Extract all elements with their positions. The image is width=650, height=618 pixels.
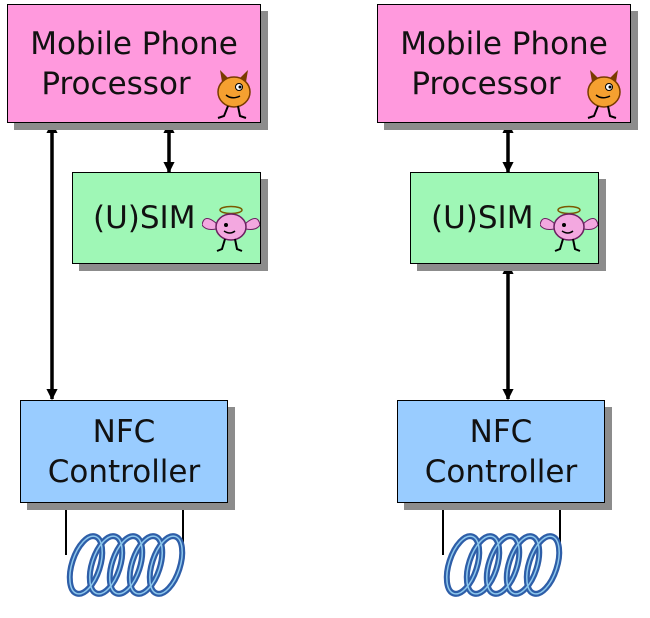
nfc-label-line1: NFC bbox=[92, 413, 156, 450]
devil-icon bbox=[587, 70, 621, 119]
antenna-coil-icon bbox=[66, 533, 186, 597]
processor-label-line2: Processor bbox=[41, 65, 191, 102]
nfc-controller-box: NFC Controller bbox=[397, 400, 605, 503]
nfc-label-line2: Controller bbox=[47, 453, 201, 490]
nfc-controller-box: NFC Controller bbox=[20, 400, 228, 503]
angel-icon bbox=[202, 205, 260, 252]
usim-box: (U)SIM bbox=[72, 172, 261, 264]
antenna-coil-icon bbox=[443, 533, 563, 597]
processor-label-line1: Mobile Phone bbox=[30, 25, 238, 62]
usim-label: (U)SIM bbox=[431, 200, 534, 236]
processor-box: Mobile Phone Processor bbox=[7, 4, 261, 123]
usim-label: (U)SIM bbox=[93, 200, 196, 236]
nfc-label-line1: NFC bbox=[469, 413, 533, 450]
processor-label-line1: Mobile Phone bbox=[400, 25, 608, 62]
processor-box: Mobile Phone Processor bbox=[377, 4, 631, 123]
angel-icon bbox=[540, 205, 598, 252]
diagram-left: Mobile Phone Processor (U)SIM NFC Contro… bbox=[7, 4, 261, 597]
connectors-right bbox=[442, 121, 561, 560]
diagram-right: Mobile Phone Processor (U)SIM NFC Contro… bbox=[325, 0, 650, 618]
devil-icon bbox=[217, 70, 251, 119]
processor-label-line2: Processor bbox=[411, 65, 561, 102]
nfc-label-line2: Controller bbox=[424, 453, 578, 490]
